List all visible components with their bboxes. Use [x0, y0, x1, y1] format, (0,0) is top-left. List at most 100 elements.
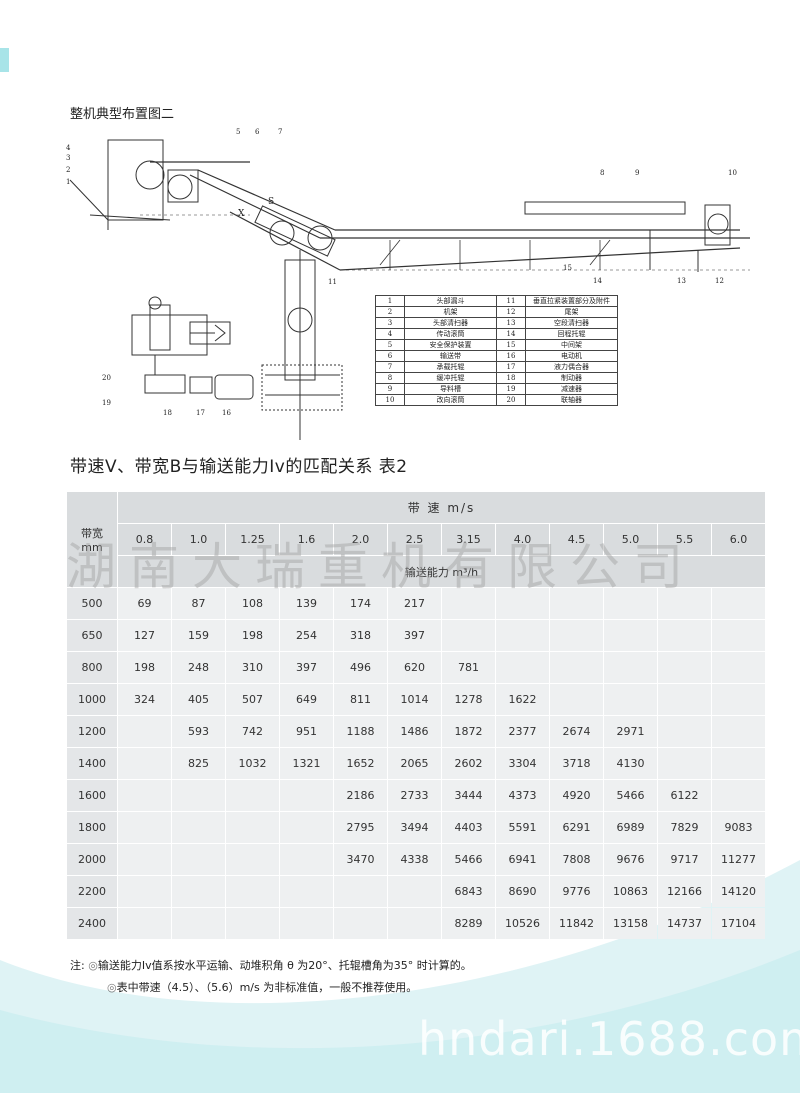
capacity-cell	[550, 620, 603, 651]
capacity-cell	[496, 620, 549, 651]
legend-number: 7	[375, 361, 405, 373]
capacity-cell	[280, 908, 333, 939]
speed-value: 4.5	[550, 524, 603, 555]
callout-14: 14	[593, 277, 602, 285]
legend-part-name: 联轴器	[525, 394, 618, 406]
header-row-speed: 带宽 mm 带 速 m/s	[67, 492, 765, 587]
capacity-cell	[496, 652, 549, 683]
speed-value: 0.8	[118, 524, 171, 555]
table-title: 带速V、带宽B与输送能力Iv的匹配关系 表2	[70, 457, 408, 477]
frame-supports	[379, 239, 611, 270]
capacity-cell: 6843	[442, 876, 495, 907]
note-mark-2: ◎	[107, 981, 117, 994]
legend-number: 16	[496, 350, 526, 362]
capacity-cell: 12166	[658, 876, 711, 907]
legend-part-name: 输送带	[404, 350, 497, 362]
callout-4: 4	[66, 144, 71, 152]
capacity-cell: 4130	[604, 748, 657, 779]
capacity-cell: 10863	[604, 876, 657, 907]
capacity-cell: 1278	[442, 684, 495, 715]
capacity-cell: 11842	[550, 908, 603, 939]
legend-part-name: 减速器	[525, 383, 618, 395]
capacity-cell	[712, 748, 765, 779]
capacity-cell	[118, 748, 171, 779]
legend-number: 20	[496, 394, 526, 406]
callout-13: 13	[677, 277, 686, 285]
legend-number: 17	[496, 361, 526, 373]
capacity-cell	[334, 908, 387, 939]
row-width: 1200	[67, 716, 117, 747]
capacity-cell	[712, 780, 765, 811]
row-width: 800	[67, 652, 117, 683]
capacity-cell: 5466	[442, 844, 495, 875]
capacity-cell: 397	[388, 620, 441, 651]
capacity-cell	[172, 780, 225, 811]
capacity-cell: 397	[280, 652, 333, 683]
label-s: S	[268, 197, 274, 207]
capacity-cell	[226, 908, 279, 939]
row-width: 1400	[67, 748, 117, 779]
capacity-cell: 951	[280, 716, 333, 747]
capacity-cell	[604, 588, 657, 619]
capacity-cell: 17104	[712, 908, 765, 939]
capacity-cell: 2377	[496, 716, 549, 747]
callout-3: 3	[66, 154, 70, 162]
capacity-cell: 496	[334, 652, 387, 683]
note-mark-1: ◎	[88, 959, 98, 972]
capacity-cell: 3470	[334, 844, 387, 875]
speed-value: 2.5	[388, 524, 441, 555]
capacity-cell	[334, 876, 387, 907]
capacity-cell: 4920	[550, 780, 603, 811]
capacity-cell: 324	[118, 684, 171, 715]
capacity-cell: 139	[280, 588, 333, 619]
note-line-1: 输送能力Iv值系按水平运输、动堆积角 θ 为20°、托辊槽角为35° 时计算的。	[97, 959, 472, 972]
legend-number: 12	[496, 306, 526, 318]
callout-10: 10	[728, 169, 737, 177]
capacity-cell	[118, 812, 171, 843]
speed-value: 1.25	[226, 524, 279, 555]
head-structure	[69, 139, 199, 230]
legend-part-name: 导料槽	[404, 383, 497, 395]
ground-line	[140, 214, 750, 271]
capacity-cell: 405	[172, 684, 225, 715]
row-width: 1600	[67, 780, 117, 811]
capacity-cell: 9083	[712, 812, 765, 843]
capacity-cell	[172, 908, 225, 939]
capacity-cell: 8289	[442, 908, 495, 939]
callout-7: 7	[278, 128, 282, 136]
capacity-cell: 649	[280, 684, 333, 715]
capacity-cell: 4403	[442, 812, 495, 843]
capacity-cell	[712, 684, 765, 715]
capacity-cell	[442, 620, 495, 651]
watermark-url: hndari.1688.com	[418, 1012, 800, 1066]
row-width: 2200	[67, 876, 117, 907]
legend-number: 1	[375, 295, 405, 307]
capacity-header: 输送能力 m³/h	[118, 556, 765, 587]
capacity-cell: 507	[226, 684, 279, 715]
capacity-cell	[118, 780, 171, 811]
legend-part-name: 头部清扫器	[404, 317, 497, 329]
capacity-cell: 6941	[496, 844, 549, 875]
callout-19: 19	[102, 399, 111, 407]
capacity-cell: 3304	[496, 748, 549, 779]
callout-labels: 4 3 2 1 5 6 7 8 9 10 11 12 13 14 15 16 1…	[66, 128, 737, 417]
width-label: 带宽	[81, 527, 103, 540]
header-row-capacity: 输送能力 m³/h	[67, 556, 765, 587]
capacity-cell: 1872	[442, 716, 495, 747]
capacity-cell: 8690	[496, 876, 549, 907]
legend-part-name: 头部漏斗	[404, 295, 497, 307]
capacity-cell: 174	[334, 588, 387, 619]
capacity-cell: 248	[172, 652, 225, 683]
capacity-cell: 159	[172, 620, 225, 651]
legend-part-name: 尾架	[525, 306, 618, 318]
capacity-cell	[550, 652, 603, 683]
capacity-cell: 5466	[604, 780, 657, 811]
inclined-belt	[150, 161, 750, 271]
